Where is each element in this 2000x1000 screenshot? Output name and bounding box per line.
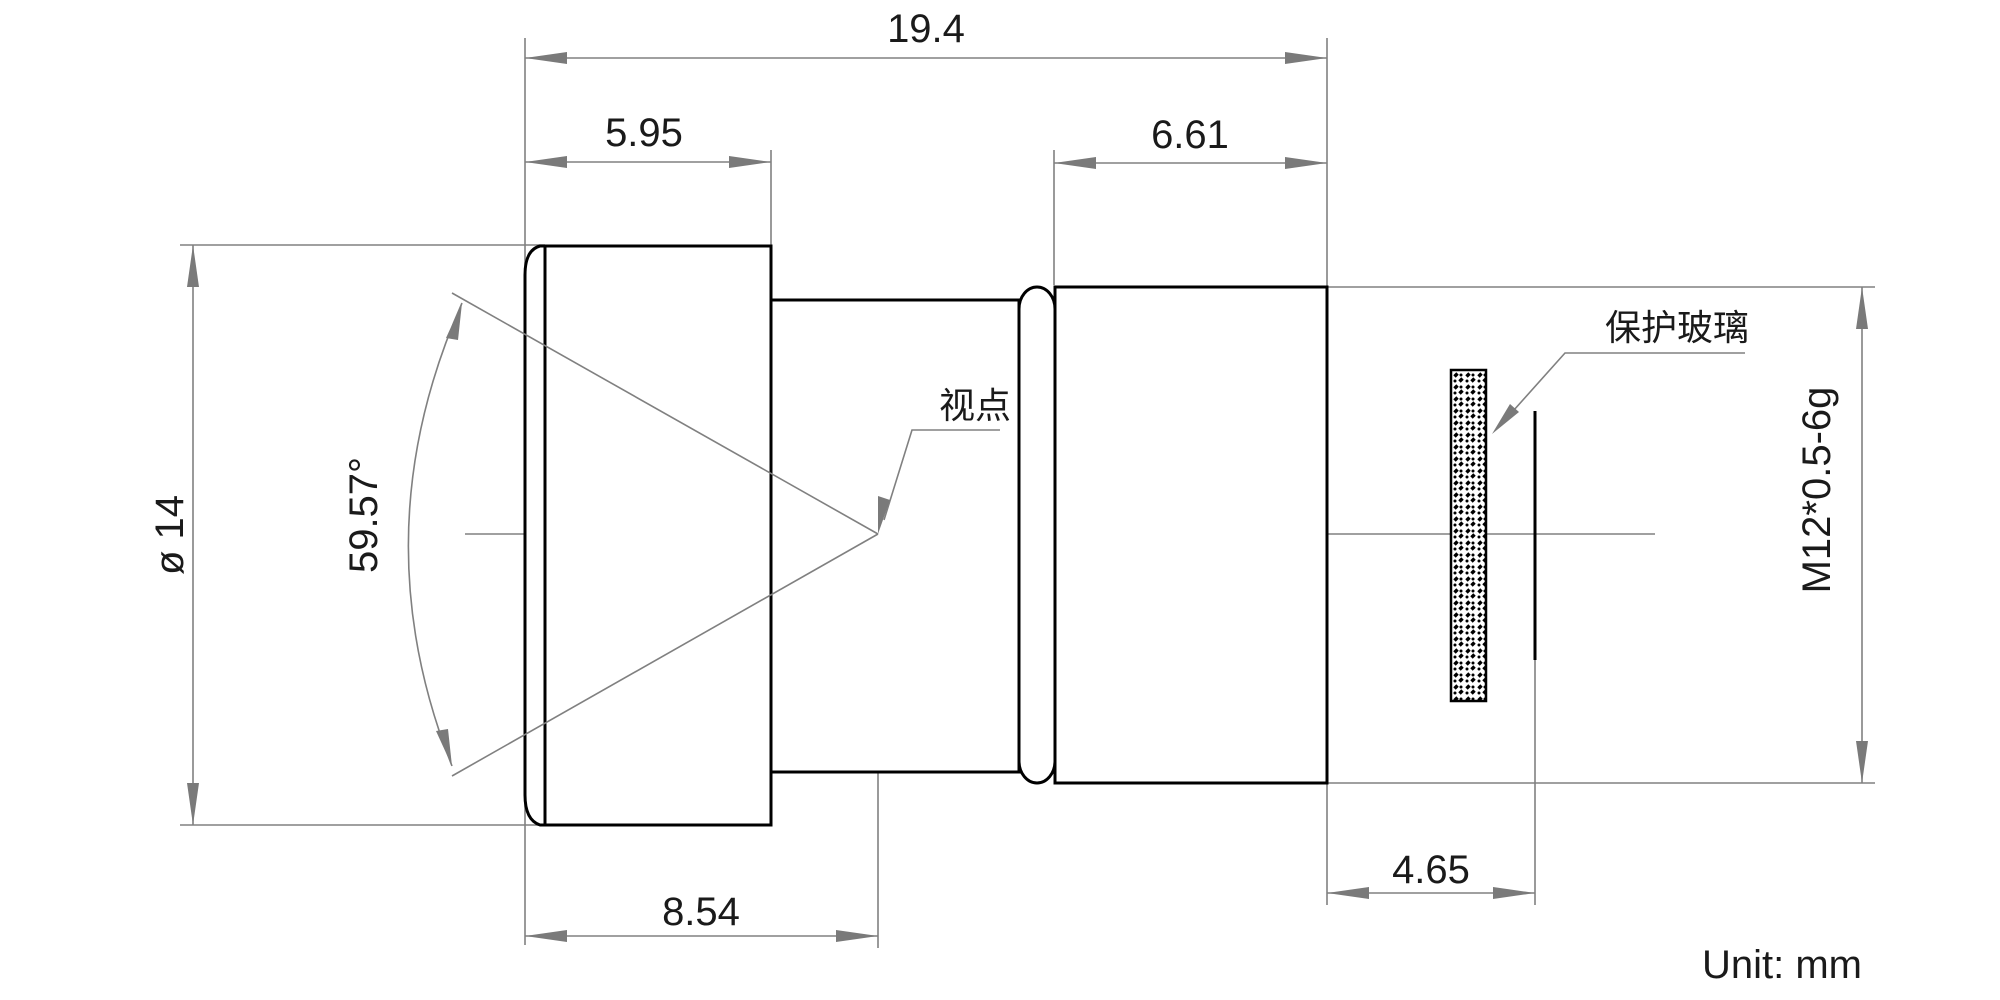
- rear-length-value: 6.61: [1151, 113, 1229, 157]
- total-length-value: 19.4: [887, 7, 965, 51]
- front-length-value: 5.95: [605, 111, 683, 155]
- middle-barrel: [769, 298, 1021, 774]
- viewpoint-distance-value: 8.54: [662, 890, 740, 934]
- glass-leader: [1492, 352, 1745, 434]
- dim-rear-length: [1054, 157, 1327, 169]
- glass-distance-value: 4.65: [1392, 848, 1470, 892]
- viewpoint-leader: [878, 429, 1000, 534]
- front-barrel: [543, 244, 773, 827]
- lens-body: [523, 244, 1329, 827]
- field-angle-value: 59.57°: [342, 457, 386, 573]
- unit-label: Unit: mm: [1702, 943, 1862, 987]
- front-bezel: [523, 244, 547, 827]
- protective-glass: [1449, 368, 1488, 703]
- dim-glass-distance: [1327, 887, 1535, 899]
- dim-thread: [1856, 287, 1868, 783]
- diameter-value: ø 14: [148, 495, 192, 575]
- dim-total-length: [525, 52, 1327, 64]
- protective-glass-label: 保护玻璃: [1605, 308, 1749, 349]
- field-of-view: [407, 292, 879, 777]
- dim-diameter: [187, 245, 199, 825]
- locking-ring: [1017, 285, 1057, 785]
- thread-spec-value: M12*0.5-6g: [1795, 387, 1839, 594]
- rear-thread-barrel: [1053, 285, 1329, 785]
- dim-front-length: [525, 156, 771, 168]
- dim-viewpoint-distance: [525, 930, 878, 942]
- viewpoint-label: 视点: [939, 386, 1011, 427]
